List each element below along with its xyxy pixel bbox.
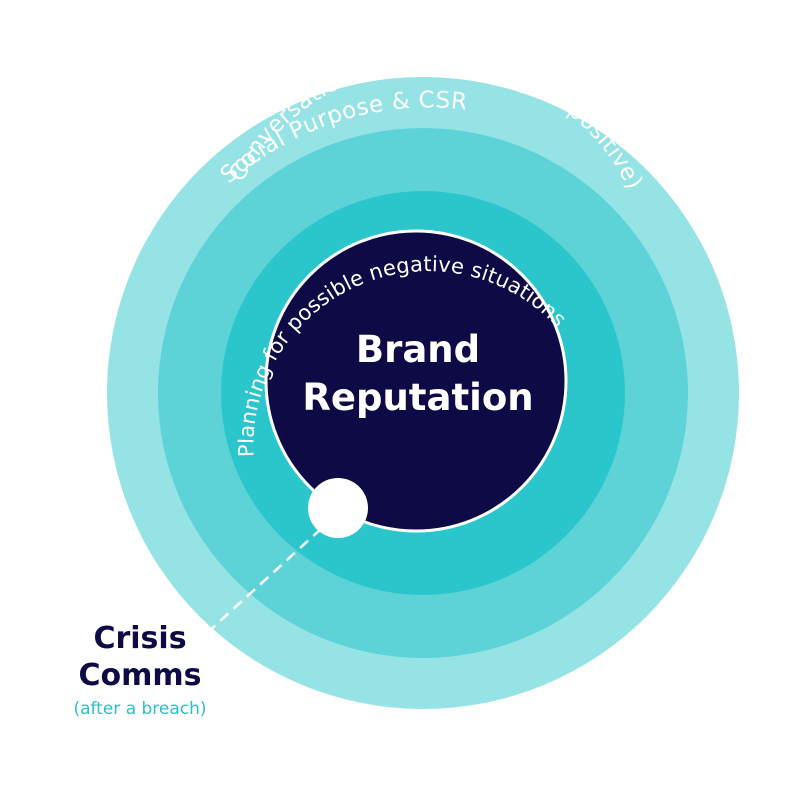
callout-title-line1: Crisis bbox=[93, 621, 187, 656]
center-label-line1: Brand bbox=[356, 328, 480, 371]
crisis-comms-callout: Crisis Comms (after a breach) bbox=[40, 620, 240, 720]
center-label-line2: Reputation bbox=[302, 376, 533, 419]
callout-dashed-line bbox=[206, 527, 323, 634]
callout-subtitle: (after a breach) bbox=[73, 699, 207, 719]
callout-title-line2: Comms bbox=[78, 658, 202, 693]
breach-marker bbox=[308, 478, 368, 538]
brand-reputation-core bbox=[264, 229, 568, 533]
